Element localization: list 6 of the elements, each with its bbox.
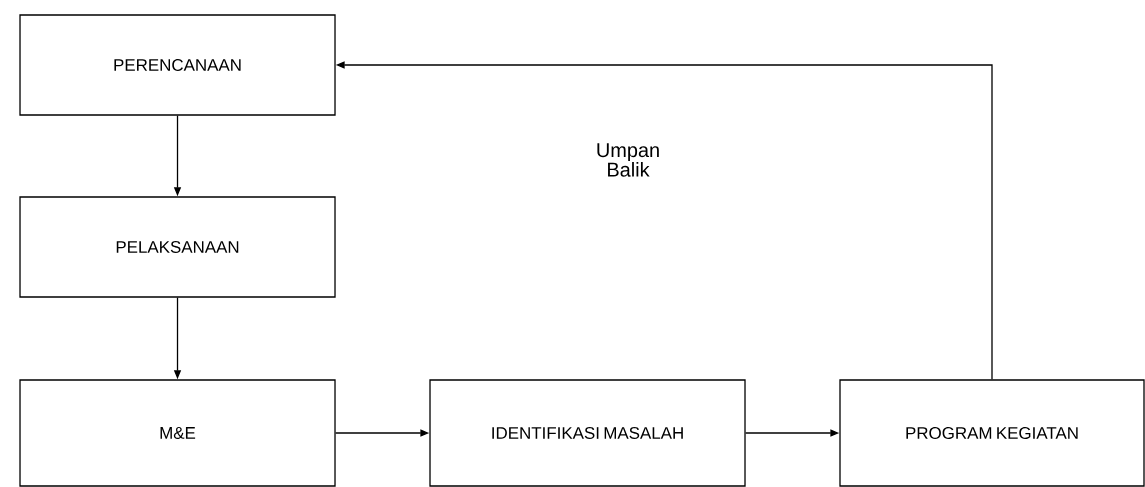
process-box: PERENCANAAN [19, 14, 336, 116]
process-box: M&E [19, 379, 336, 487]
edge-label: Umpan Balik [597, 143, 659, 177]
process-box: PELAKSANAAN [19, 196, 336, 298]
process-box: PROGRAM KEGIATAN [839, 379, 1145, 487]
process-box: IDENTIFIKASI MASALAH [429, 379, 746, 487]
